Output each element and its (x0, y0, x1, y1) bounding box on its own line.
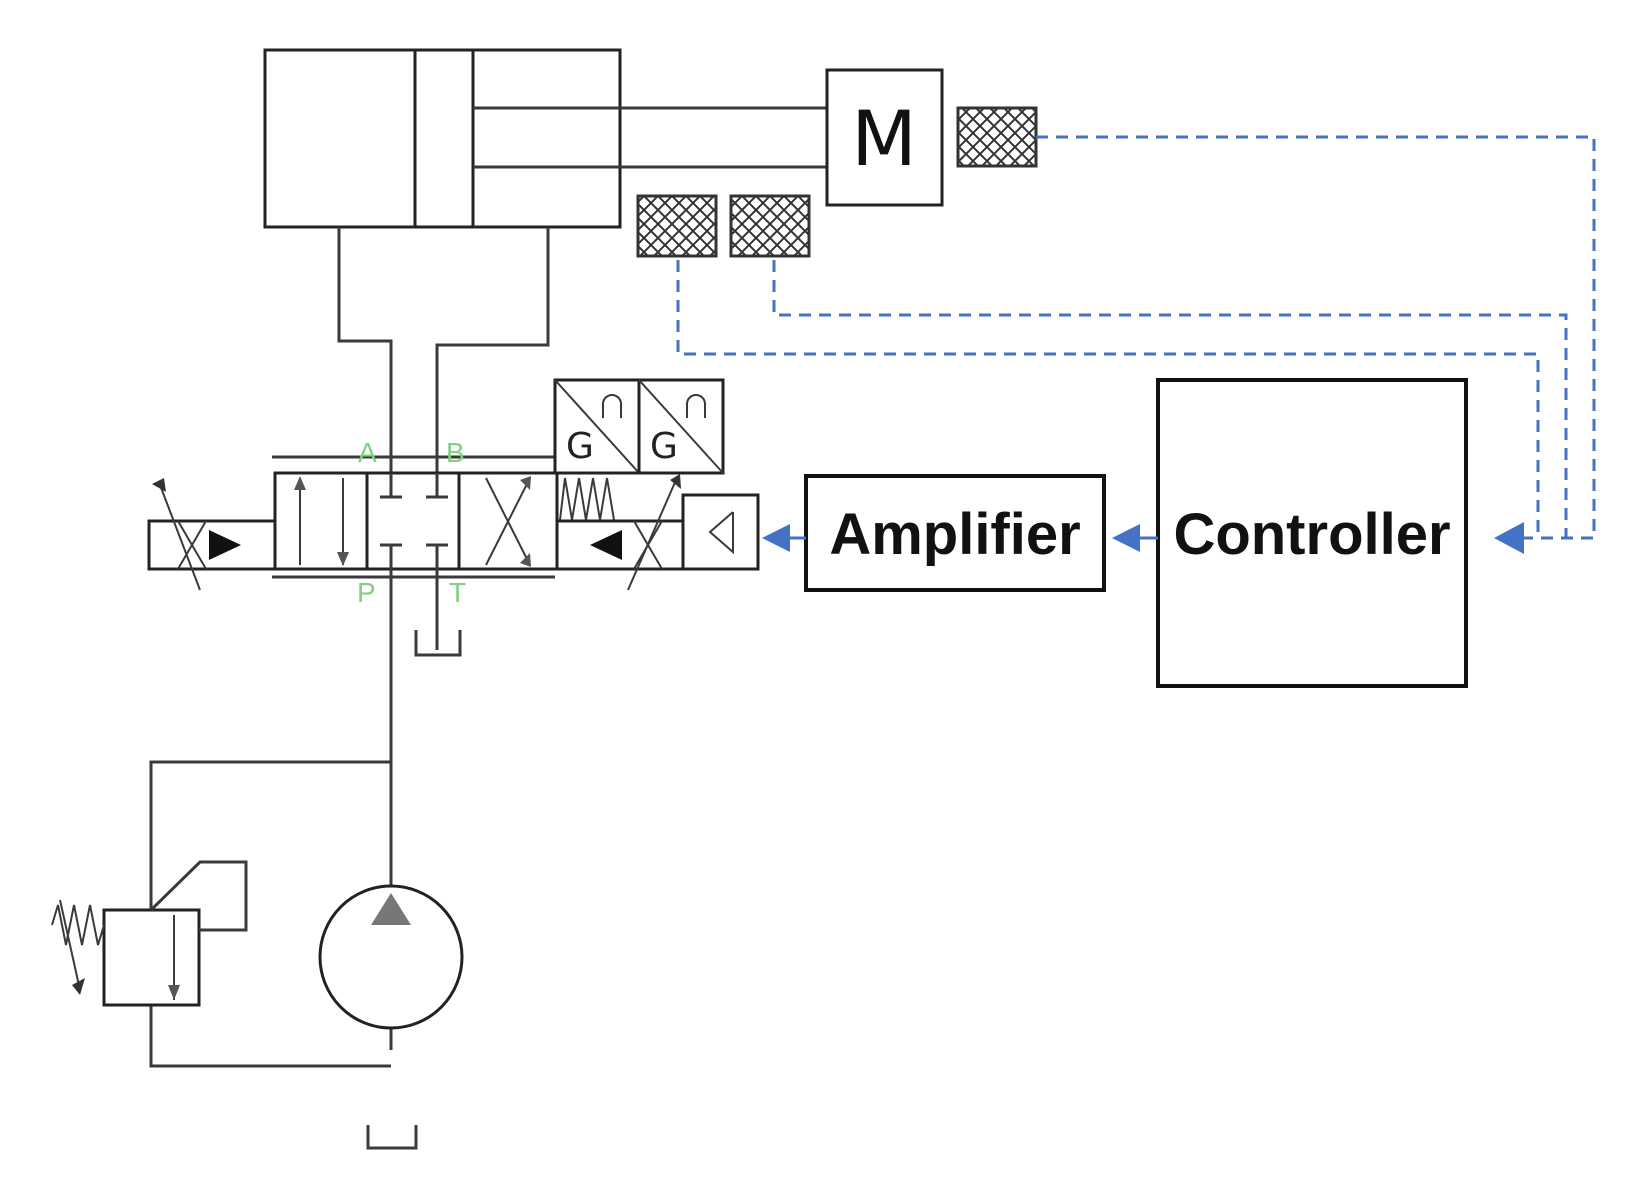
spring (559, 477, 615, 521)
feedback-pressure-b (772, 260, 1568, 538)
pressure-sensor-a (636, 194, 718, 258)
feedback-pressure-a (676, 260, 1540, 538)
relief-spring (51, 904, 105, 946)
line-cylinder-a (337, 227, 393, 475)
motor-label: M (851, 94, 917, 183)
position-sensor (956, 106, 1038, 168)
hydraulic-pump (318, 884, 464, 1030)
right-proportional-solenoid (555, 474, 760, 591)
pressure-sensor-b (729, 194, 811, 258)
variable-arrow-right (627, 479, 677, 591)
tank-symbol-valve (414, 630, 462, 657)
port-label-p: P (357, 577, 376, 608)
valve-envelope-center (365, 471, 461, 571)
tank-symbol-pump (366, 1125, 418, 1150)
left-proportional-solenoid (147, 478, 277, 591)
relief-valve (51, 860, 248, 1007)
line-cylinder-b (435, 227, 550, 475)
arrowhead-valve (762, 524, 790, 552)
amplifier-symbol (681, 493, 760, 571)
arrowhead-amp (1112, 524, 1140, 552)
port-label-a: A (358, 437, 377, 468)
arrowhead-controller (1494, 522, 1524, 554)
transducer-1-label: G (566, 426, 594, 467)
controller-label: Controller (1173, 502, 1450, 567)
amplifier-block: Amplifier (804, 474, 1106, 592)
transducer-2-label: G (650, 426, 678, 467)
cylinder-piston (413, 48, 475, 229)
mass-block: M (825, 68, 944, 207)
port-label-t: T (449, 577, 466, 608)
hydraulic-cylinder (263, 48, 827, 229)
valve-envelope-left (273, 471, 369, 571)
controller-block: Controller (1156, 378, 1468, 688)
port-label-b: B (446, 437, 465, 468)
servo-valve: A B P T (273, 437, 559, 608)
amplifier-label: Amplifier (829, 502, 1080, 567)
position-transducer-group: G G (553, 378, 725, 475)
mass-box (825, 68, 944, 207)
variable-arrow (159, 484, 201, 591)
